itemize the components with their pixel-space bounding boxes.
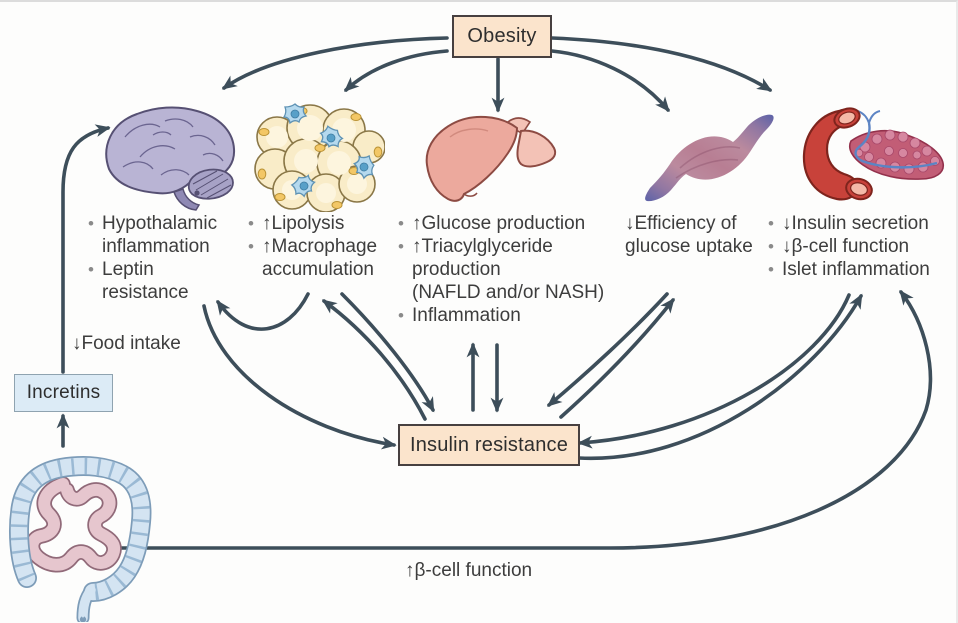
arrow-obesity-to-pancreas (550, 36, 773, 92)
list-item: • ↑Macrophage accumulation (248, 235, 398, 281)
arrow-obesity-to-adipose (344, 49, 449, 92)
muscle-illustration (640, 102, 780, 212)
liver-notes: • ↑Glucose production • ↑Triacylglyceride … (398, 212, 628, 327)
liver-note-text: ↑Triacylglyceride production (NAFLD and/… (412, 236, 605, 303)
insulin-resistance-box-label: Insulin resistance (409, 433, 569, 456)
adipose-illustration (250, 97, 386, 217)
liver-illustration (420, 107, 560, 212)
arrow-adipose-to-ir (340, 292, 435, 413)
muscle-notes: ↓Efficiency of glucose uptake (625, 212, 775, 258)
incretins-box: Incretins (14, 374, 113, 412)
pancreas-notes: • ↓Insulin secretion • ↓β-cell function • I… (768, 212, 956, 281)
arrow-ir-to-brain (216, 292, 310, 331)
insulin-resistance-box: Insulin resistance (398, 424, 580, 466)
bullet-dot: • (398, 237, 404, 256)
brain-note-text: Leptin resistance (102, 259, 189, 303)
list-item: • Leptin resistance (88, 258, 248, 304)
pancreas-note-text: ↓β-cell function (782, 236, 910, 257)
intestine-icon (9, 456, 152, 623)
arrow-obesity-to-muscle (550, 49, 670, 113)
food-intake-label: ↓Food intake (72, 333, 181, 354)
adipose-tissue-icon (254, 103, 386, 213)
list-item: • Inflammation (398, 304, 628, 327)
list-item: • ↓Insulin secretion (768, 212, 956, 235)
liver-note-text: ↑Glucose production (412, 213, 586, 234)
list-item: • ↓β-cell function (768, 235, 956, 258)
bullet-dot: • (248, 237, 254, 256)
bullet-dot: • (248, 214, 254, 233)
brain-note-text: Hypothalamic inflammation (102, 213, 218, 257)
muscle-icon (645, 114, 774, 202)
bullet-dot: • (88, 260, 94, 279)
bullet-dot: • (768, 214, 774, 233)
brain-icon (105, 106, 236, 211)
adipose-note-text: ↑Lipolysis (262, 213, 345, 234)
pancreas-note-text: Islet inflammation (782, 259, 930, 280)
bullet-dot: • (768, 237, 774, 256)
arrow-pancreas-to-ir (577, 293, 851, 449)
list-item: • ↑Glucose production (398, 212, 628, 235)
list-item: • ↑Lipolysis (248, 212, 398, 235)
intestine-illustration (5, 450, 155, 623)
incretins-box-label: Incretins (26, 382, 101, 403)
adipose-note-text: ↑Macrophage accumulation (262, 236, 378, 280)
brain-illustration (95, 97, 245, 217)
arrow-ir-to-pancreas (577, 293, 863, 460)
brain-notes: • Hypothalamic inflammation • Leptin resis… (88, 212, 248, 304)
bullet-dot: • (398, 306, 404, 325)
liver-note-text: Inflammation (412, 305, 521, 326)
arrow-obesity-to-brain (221, 36, 449, 90)
list-item: • ↑Triacylglyceride production (NAFLD and… (398, 235, 628, 304)
arrow-ir-to-muscle (559, 297, 675, 419)
arrow-ir-to-adipose (321, 299, 427, 421)
muscle-note-text: ↓Efficiency of glucose uptake (625, 213, 753, 257)
beta-cell-function-label: ↑β-cell function (405, 560, 533, 581)
pancreas-note-text: ↓Insulin secretion (782, 213, 929, 234)
arrow-muscle-to-ir (546, 292, 669, 407)
macrophage-icons (282, 103, 375, 198)
bullet-dot: • (768, 260, 774, 279)
pancreas-illustration (795, 97, 950, 214)
list-item: • Islet inflammation (768, 258, 956, 281)
bullet-dot: • (88, 214, 94, 233)
obesity-box: Obesity (452, 15, 552, 58)
arrow-intestine-to-pancreas (118, 289, 933, 550)
adipose-notes: • ↑Lipolysis • ↑Macrophage accumulation (248, 212, 398, 281)
obesity-box-label: Obesity (467, 25, 537, 47)
list-item: • Hypothalamic inflammation (88, 212, 248, 258)
bullet-dot: • (398, 214, 404, 233)
pancreas-icon (802, 107, 945, 201)
liver-icon (425, 115, 557, 202)
arrow-incretins-to-brain (61, 124, 111, 374)
arrow-brain-to-ir (202, 304, 397, 450)
